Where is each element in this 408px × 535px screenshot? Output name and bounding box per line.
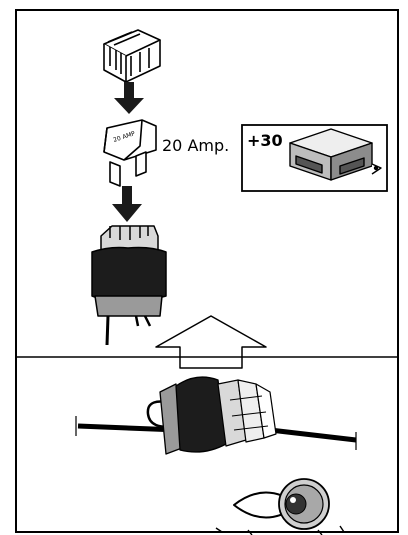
- cable-closeup-icon: [75, 376, 357, 455]
- diagram-frame: [15, 9, 399, 533]
- fuse-cap-icon: [103, 29, 161, 83]
- relay-module-icon: [289, 128, 382, 181]
- terminal-label: +30: [247, 131, 283, 150]
- up-arrow-icon: [155, 315, 267, 369]
- down-arrow-icon: [114, 82, 144, 114]
- fuse-rating-label: 20 Amp.: [162, 136, 230, 155]
- inspect-eye-icon: [215, 478, 345, 535]
- blade-fuse-icon: 20 AMP: [103, 119, 157, 187]
- fuse-holder-icon: [91, 225, 167, 346]
- down-arrow-icon: [112, 186, 142, 222]
